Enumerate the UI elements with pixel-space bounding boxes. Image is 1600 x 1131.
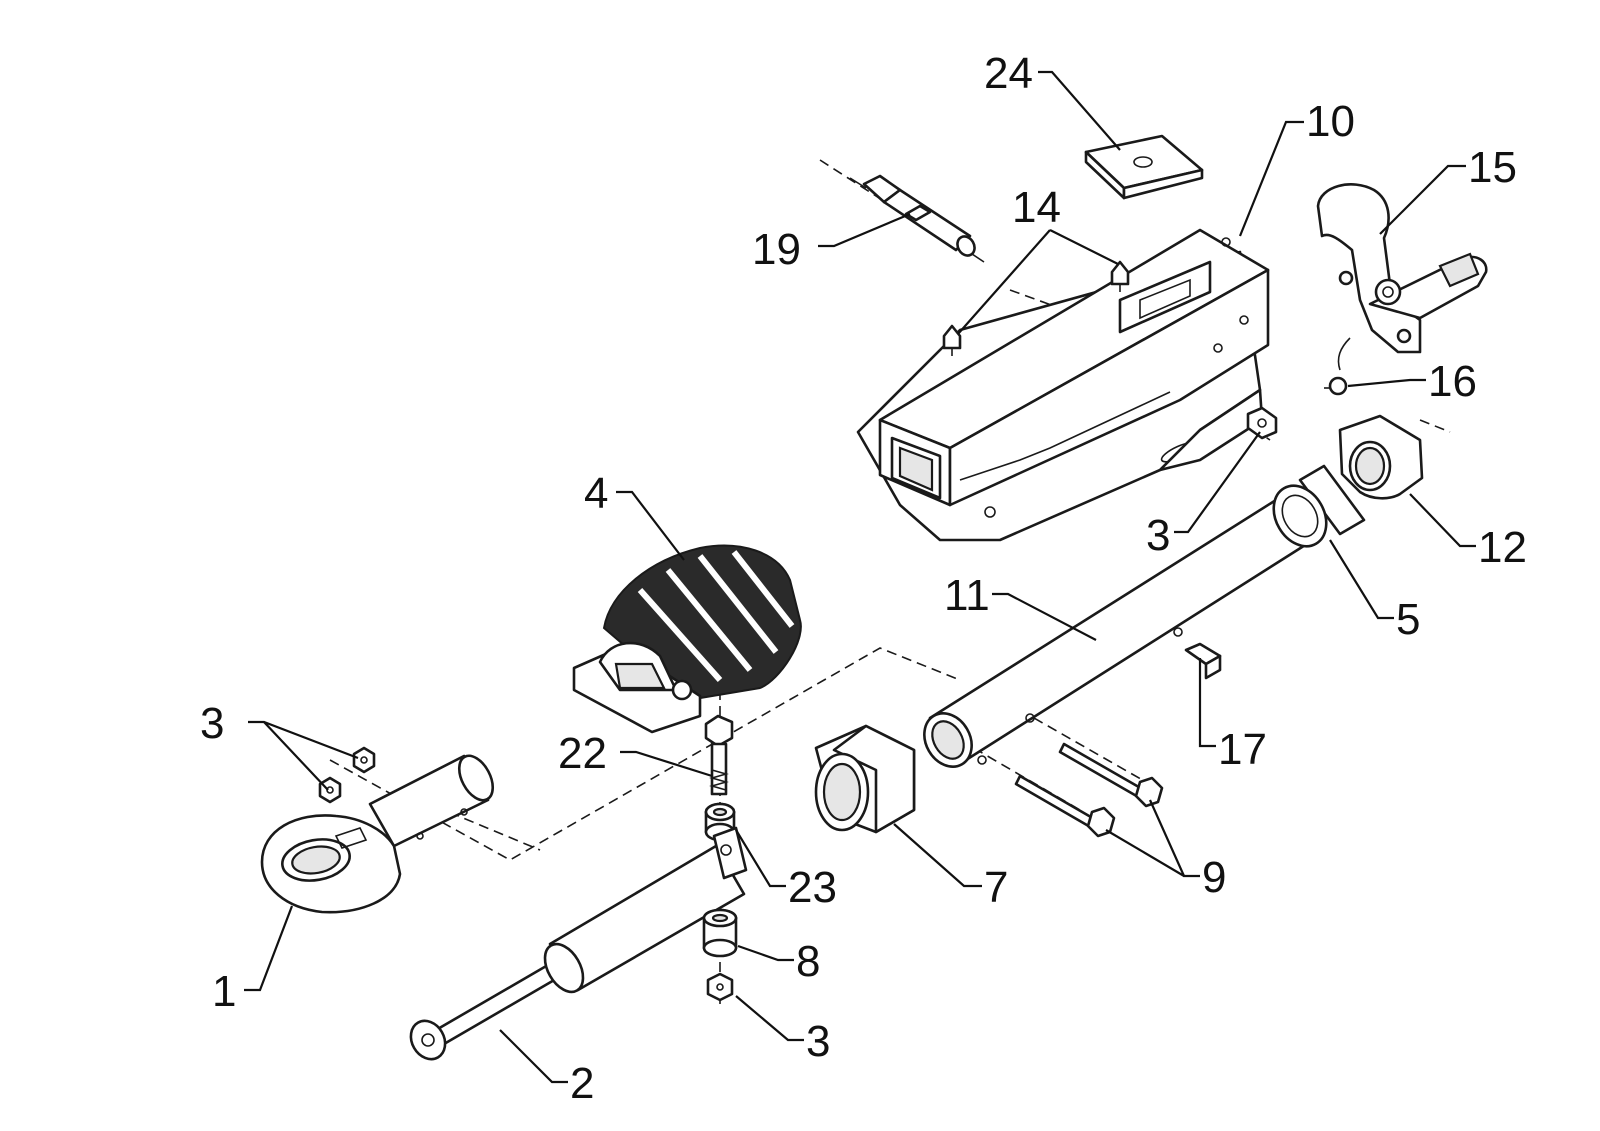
callout-9: 9: [1202, 853, 1226, 902]
callout-1: 1: [212, 967, 236, 1016]
part-3-nuts-left: [318, 746, 376, 804]
part-17-key: [1184, 642, 1222, 680]
callout-7: 7: [984, 863, 1008, 912]
callout-19: 19: [752, 225, 801, 274]
part-2-damper: [409, 826, 748, 1061]
part-14-grease-nipples: [942, 260, 1130, 356]
part-16-spring-pin: [1324, 337, 1351, 396]
callout-5: 5: [1396, 595, 1420, 644]
part-8-spacer: [702, 908, 738, 958]
callout-10: 10: [1306, 97, 1355, 146]
callout-3-bottom: 3: [806, 1017, 830, 1066]
callout-2: 2: [570, 1059, 594, 1108]
part-15-latch-lever: [1316, 183, 1488, 354]
part-3-nut-upper: [1246, 406, 1278, 440]
part-3-nut-bottom: [706, 972, 734, 1002]
part-7-square-bushing: [814, 724, 916, 834]
part-19-pin: [849, 174, 985, 263]
part-24-plate: [1084, 134, 1204, 200]
callout-11: 11: [944, 571, 990, 620]
callout-24: 24: [984, 49, 1033, 98]
callout-8: 8: [796, 937, 820, 986]
leader-lines: [244, 70, 1476, 1084]
part-5-flange: [1272, 464, 1366, 548]
callout-17: 17: [1218, 725, 1267, 774]
assembly-axis-lines: [329, 159, 1451, 1010]
callout-16: 16: [1428, 357, 1477, 406]
part-12-bushing: [1338, 414, 1424, 500]
callout-22: 22: [558, 729, 607, 778]
callout-12: 12: [1478, 523, 1527, 572]
part-9-bolts: [1014, 742, 1164, 838]
callout-3-upper: 3: [1146, 511, 1170, 560]
callout-23: 23: [788, 863, 837, 912]
callout-14: 14: [1012, 183, 1061, 232]
callout-4: 4: [584, 469, 608, 518]
part-4-bellows: [572, 544, 802, 734]
callout-3-left: 3: [200, 699, 224, 748]
part-10-coupling-housing: [856, 228, 1270, 542]
callout-labels: 24 10 15 14 19 16 3 12 4 11 5 3 22 17 23…: [200, 49, 1527, 1108]
part-1-drawbar-eye: [260, 754, 495, 914]
callout-15: 15: [1468, 143, 1517, 192]
part-22-bolt: [704, 714, 734, 796]
